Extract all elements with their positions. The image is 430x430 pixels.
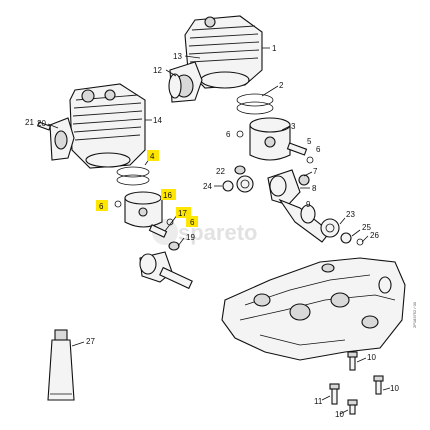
callout-6-lower-right: 6 xyxy=(190,218,195,227)
watermark-logo: spareto xyxy=(152,219,257,245)
callout-6-upper-left: 6 xyxy=(226,130,231,139)
highlight-4 xyxy=(147,150,159,161)
callout-16: 16 xyxy=(163,191,172,200)
callout-6-upper-right: 6 xyxy=(316,145,321,154)
piston-rings-lower xyxy=(116,166,150,186)
callout-5: 5 xyxy=(307,137,312,146)
callout-17: 17 xyxy=(178,209,187,218)
piston-upper xyxy=(249,117,291,161)
bearing-23 xyxy=(320,218,340,238)
callout-19: 19 xyxy=(186,233,195,242)
callout-23: 23 xyxy=(346,210,355,219)
screw-10-b xyxy=(373,375,384,395)
callout-10-c: 10 xyxy=(335,410,344,419)
needle-cage-lower xyxy=(168,241,180,251)
callout-4: 4 xyxy=(150,152,155,161)
highlight-16 xyxy=(161,189,176,200)
callout-22: 22 xyxy=(216,167,225,176)
circlip-26 xyxy=(356,238,364,246)
callout-3: 3 xyxy=(291,122,296,131)
callout-labels: 1 2 3 4 5 6 6 6 6 7 8 9 10 10 10 11 12 1… xyxy=(25,44,399,419)
callout-11: 11 xyxy=(314,397,323,406)
cylinder-upper xyxy=(184,15,263,89)
bearing-22 xyxy=(236,175,254,193)
circlip-lower-left xyxy=(114,200,122,208)
highlight-6-left xyxy=(96,200,108,211)
callout-21: 21 xyxy=(25,118,34,127)
callout-9: 9 xyxy=(306,200,311,209)
grease-tube xyxy=(47,329,75,401)
needle-cage-7 xyxy=(234,165,246,175)
intake-flange-lower xyxy=(49,117,75,161)
callout-27: 27 xyxy=(86,337,95,346)
leader-lines xyxy=(47,47,391,415)
seal-25 xyxy=(340,232,352,244)
crankshaft-lower xyxy=(139,251,193,290)
seal-24 xyxy=(222,180,234,192)
piston-rings-upper xyxy=(236,93,274,115)
callout-10-b: 10 xyxy=(390,384,399,393)
callout-13: 13 xyxy=(173,52,182,61)
callout-14: 14 xyxy=(153,116,162,125)
highlight-boxes xyxy=(96,150,198,227)
piston-lower xyxy=(124,191,163,228)
piston-pin-upper xyxy=(286,142,308,156)
callout-2: 2 xyxy=(279,81,284,90)
callout-24: 24 xyxy=(203,182,212,191)
intake-clamp xyxy=(168,73,182,99)
callout-1: 1 xyxy=(272,44,277,53)
highlight-6-right xyxy=(186,216,198,227)
bearing-8 xyxy=(298,174,310,186)
callout-20: 20 xyxy=(37,119,46,128)
circlip-upper-left xyxy=(236,130,244,138)
highlight-17 xyxy=(176,207,191,218)
callout-12: 12 xyxy=(153,66,162,75)
callout-25: 25 xyxy=(362,223,371,232)
callout-26: 26 xyxy=(370,231,379,240)
crankshaft-upper xyxy=(267,169,331,243)
drawing-code: 2P183752 / 00 xyxy=(412,301,417,328)
screw-11 xyxy=(329,383,340,405)
crankcase xyxy=(221,257,406,361)
callout-10-a: 10 xyxy=(367,353,376,362)
screw-21 xyxy=(36,121,52,131)
callout-8: 8 xyxy=(312,184,317,193)
cylinder-lower xyxy=(69,83,146,169)
callout-7: 7 xyxy=(313,167,318,176)
callout-6-lower-left: 6 xyxy=(99,202,104,211)
circlip-upper-right xyxy=(306,156,314,164)
piston-pin-lower xyxy=(148,224,168,238)
screw-10-c xyxy=(347,399,358,415)
screw-10-a xyxy=(347,351,358,371)
